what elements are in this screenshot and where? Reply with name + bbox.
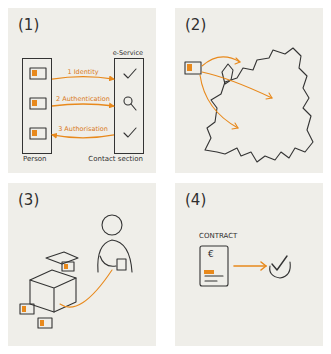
key-icon — [131, 104, 136, 110]
flow-arrow — [52, 77, 114, 80]
column-label: Person — [23, 155, 47, 163]
flow-arrow — [202, 72, 272, 98]
result-arrow — [234, 265, 266, 267]
check-mark — [272, 256, 287, 270]
card-icon — [30, 98, 46, 109]
person-column: Person — [22, 58, 52, 154]
check-icon — [124, 128, 136, 137]
arrow-head — [266, 93, 272, 99]
card-photo — [187, 64, 192, 71]
arrow-head — [235, 58, 240, 64]
panel-number: (4) — [185, 191, 206, 209]
panel-card: (1)Persone-ServiceContact section — [8, 8, 156, 173]
card-photo — [22, 306, 26, 312]
laptop-icon — [46, 252, 78, 264]
card-icon — [38, 318, 52, 328]
card-photo — [32, 130, 37, 136]
column-label: e-Service — [113, 49, 143, 57]
column-label: Contact section — [88, 155, 143, 163]
person-body — [98, 240, 132, 272]
service-column: e-ServiceContact section — [114, 58, 144, 154]
flow-arrow — [200, 75, 238, 128]
panel-card: (3) — [8, 183, 156, 346]
person-arm — [100, 256, 116, 266]
box-edge — [30, 278, 76, 312]
signature-mark — [204, 270, 214, 274]
document-boxes — [20, 252, 78, 328]
id-card-icons — [30, 68, 46, 139]
arrow-head — [232, 123, 238, 129]
card-icon — [20, 304, 34, 314]
check-circle — [270, 262, 291, 278]
card-photo — [32, 100, 37, 106]
panel-card: (2) — [175, 8, 323, 173]
check-icon — [124, 69, 136, 78]
person-figure — [98, 215, 132, 272]
service-icons — [124, 69, 136, 137]
panel-number: (3) — [18, 191, 39, 209]
box-icon — [30, 270, 76, 312]
card-photo — [32, 70, 37, 76]
britain-island — [222, 64, 233, 84]
europe-map — [205, 48, 313, 162]
signature-lines — [205, 276, 223, 281]
key-icon — [124, 97, 132, 105]
contract-document — [200, 246, 228, 286]
card-photo — [40, 320, 44, 326]
hand-card — [117, 259, 126, 270]
flow-arrow — [52, 104, 114, 106]
card-icon — [30, 128, 46, 139]
panel-number: (1) — [18, 16, 39, 34]
panel-card: (4) — [175, 183, 323, 346]
flow-arrow — [52, 135, 114, 138]
person-head — [102, 215, 122, 235]
arrow-head — [261, 262, 266, 270]
card-icon — [62, 262, 74, 271]
map-flow-arrows — [200, 57, 272, 129]
flow-arrow — [202, 57, 240, 66]
card-photo — [64, 264, 68, 269]
handover-arrow — [60, 270, 112, 307]
card-icon — [30, 68, 46, 79]
panel-number: (2) — [185, 16, 206, 34]
id-card-icon — [185, 62, 201, 74]
